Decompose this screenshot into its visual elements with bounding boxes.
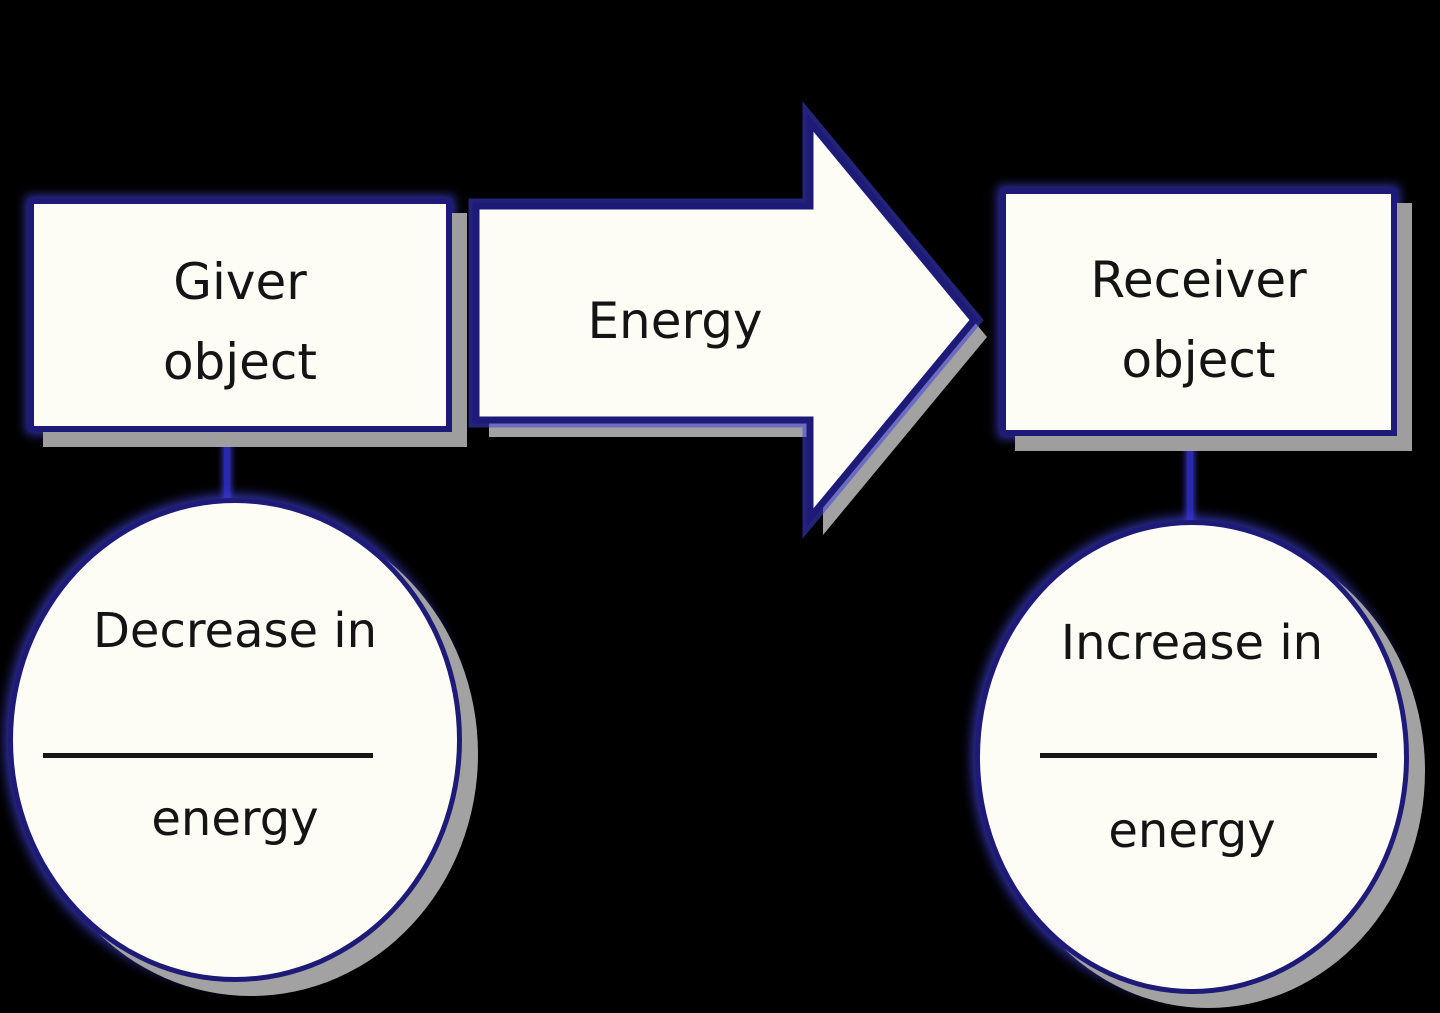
receiver-object-box: Receiver object: [1000, 188, 1397, 436]
receiver-connector-line: [1187, 434, 1193, 524]
receiver-object-label: Receiver object: [1090, 251, 1307, 389]
giver-object-label: Giver object: [162, 253, 318, 391]
energy-arrow-label: Energy: [587, 292, 763, 350]
arrow-body: [472, 112, 979, 528]
receiver-energy-circle: Increase in energy: [975, 520, 1409, 994]
giver-circle-line2: energy: [151, 791, 319, 847]
receiver-circle-line1: Increase in: [1060, 615, 1324, 671]
receiver-circle-line2: energy: [1108, 803, 1276, 859]
giver-fill-in-blank-line: [43, 753, 373, 758]
giver-energy-circle: Decrease in energy: [8, 498, 462, 982]
energy-arrow: [468, 101, 987, 539]
giver-circle-line1: Decrease in: [92, 603, 378, 659]
giver-connector-line: [224, 430, 230, 504]
giver-object-box: Giver object: [28, 198, 452, 432]
receiver-fill-in-blank-line: [1040, 753, 1377, 758]
